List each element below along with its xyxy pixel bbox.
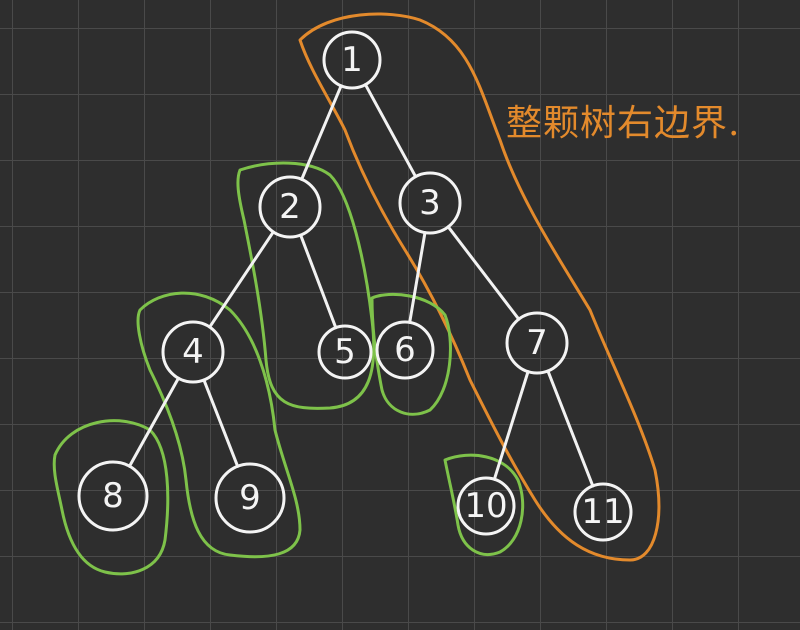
tree-node-9: 9 xyxy=(214,462,286,534)
edge-2-4 xyxy=(208,230,275,329)
tree-node-3: 3 xyxy=(398,171,462,235)
tree-edges xyxy=(128,83,595,488)
node-label: 8 xyxy=(102,476,124,516)
node-label: 5 xyxy=(334,332,356,372)
tree-node-7: 7 xyxy=(505,311,569,375)
node-label: 4 xyxy=(182,332,204,372)
node-circle xyxy=(317,324,373,380)
node-circle xyxy=(505,311,569,375)
green-outline-node-4-9 xyxy=(136,291,302,559)
edge-1-2 xyxy=(300,84,343,181)
node-circle xyxy=(322,30,382,90)
right-boundary-annotation: 整颗树右边界. xyxy=(506,103,741,144)
node-label: 10 xyxy=(464,486,507,526)
edge-3-7 xyxy=(446,225,521,321)
node-circle xyxy=(214,462,286,534)
node-circle xyxy=(398,171,462,235)
tree-node-11: 11 xyxy=(573,482,633,542)
node-label: 2 xyxy=(279,187,301,227)
tree-node-8: 8 xyxy=(77,460,149,532)
node-circle xyxy=(573,482,633,542)
node-circle xyxy=(456,476,516,536)
node-label: 6 xyxy=(394,330,416,370)
node-circle xyxy=(258,175,322,239)
edge-1-3 xyxy=(363,83,418,179)
edge-7-11 xyxy=(546,369,595,488)
tree-node-5: 5 xyxy=(317,324,373,380)
node-label: 9 xyxy=(239,478,261,518)
edge-4-8 xyxy=(128,376,180,468)
green-outline-node-2-5 xyxy=(236,161,376,410)
node-label: 11 xyxy=(581,492,624,532)
node-label: 3 xyxy=(419,183,441,223)
edge-3-6 xyxy=(408,231,427,324)
node-circle xyxy=(77,460,149,532)
tree-node-4: 4 xyxy=(161,320,225,384)
edge-7-10 xyxy=(492,370,530,481)
tree-node-1: 1 xyxy=(322,30,382,90)
edge-4-9 xyxy=(202,378,240,468)
node-label: 1 xyxy=(341,40,363,80)
green-outline-node-8 xyxy=(52,419,170,576)
node-circle xyxy=(375,320,435,380)
green-outline-node-6 xyxy=(370,292,452,416)
node-label: 7 xyxy=(526,323,548,363)
tree-node-2: 2 xyxy=(258,175,322,239)
tree-node-6: 6 xyxy=(375,320,435,380)
right-boundary-outline xyxy=(298,12,661,562)
tree-node-10: 10 xyxy=(456,476,516,536)
node-circle xyxy=(161,320,225,384)
edge-2-5 xyxy=(299,233,338,330)
